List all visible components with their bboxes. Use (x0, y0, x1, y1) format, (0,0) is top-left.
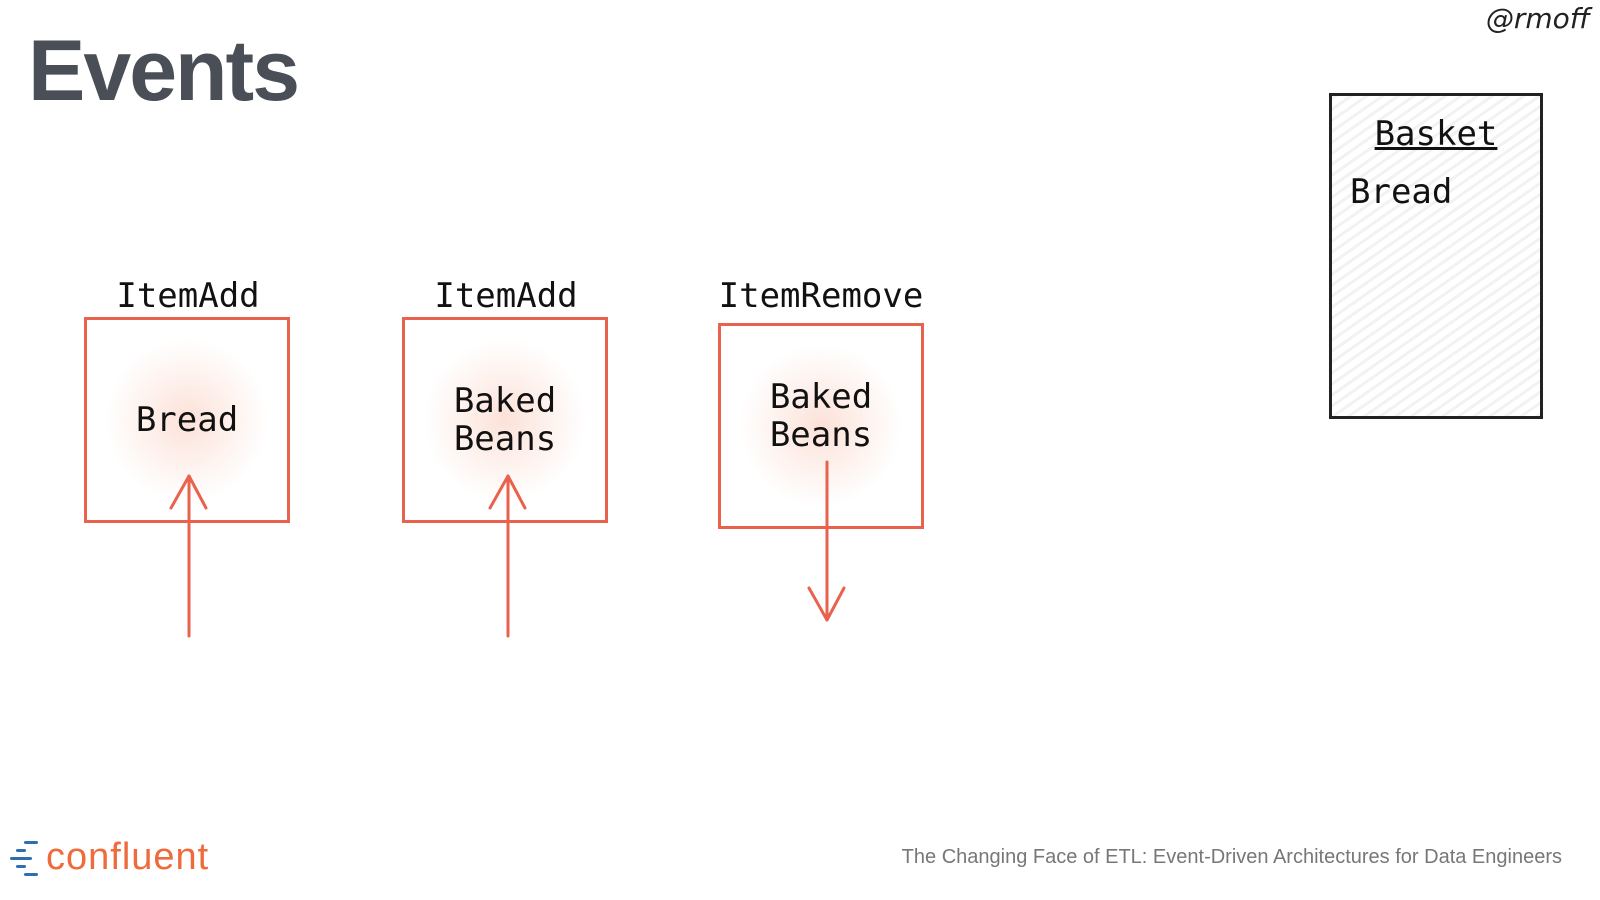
confluent-mark-icon (10, 837, 44, 879)
author-handle: @rmoff (1485, 2, 1590, 35)
arrow-up-icon (488, 474, 527, 638)
basket-title: Basket (1374, 114, 1498, 154)
slide-title: Events (28, 23, 300, 119)
event-card: Baked Beans (402, 317, 608, 523)
event-type-label: ItemRemove (718, 276, 924, 316)
event-item-line: Beans (769, 415, 873, 455)
event-item-line: Bread (135, 400, 239, 440)
event-item-line: Beans (453, 419, 557, 459)
arrow-up-icon (169, 474, 208, 638)
event-item-line: Baked (453, 381, 557, 421)
speckle-texture (105, 338, 269, 502)
arrow-down-icon (807, 460, 846, 622)
basket-panel: Basket Bread (1329, 93, 1543, 419)
event-item: Baked Beans (721, 378, 921, 454)
basket-item: Bread (1350, 172, 1453, 212)
speckle-texture (739, 344, 903, 508)
confluent-logo: confluent (10, 836, 209, 879)
event-type-label: ItemAdd (434, 276, 578, 316)
confluent-logo-text: confluent (46, 836, 210, 878)
talk-title: The Changing Face of ETL: Event-Driven A… (901, 846, 1562, 868)
event-item: Bread (87, 401, 287, 439)
event-card: Bread (84, 317, 290, 523)
event-card: Baked Beans (718, 323, 924, 529)
event-item-line: Baked (769, 377, 873, 417)
event-type-label: ItemAdd (116, 276, 260, 316)
speckle-texture (423, 338, 587, 502)
event-item: Baked Beans (405, 382, 605, 458)
